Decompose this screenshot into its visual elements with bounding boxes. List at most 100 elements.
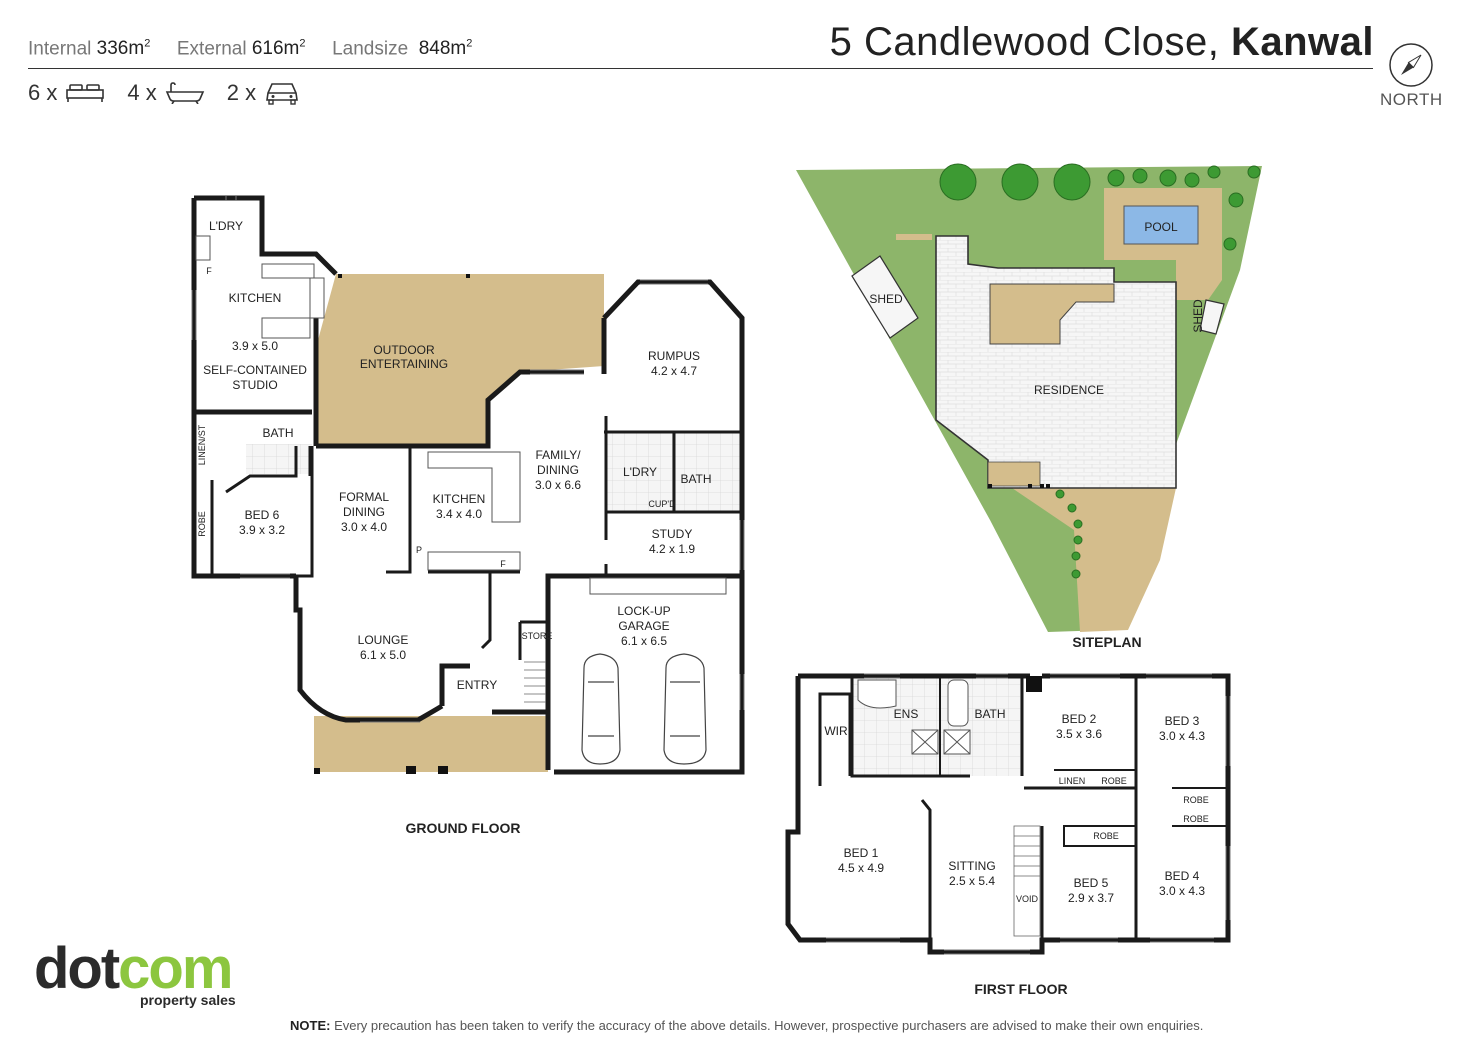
bath-count-text: 4 x xyxy=(127,80,157,105)
first-floor-plan: WIR ENS BATH BED 2 3.5 x 3.6 BED 3 3.0 x… xyxy=(785,673,1231,997)
room-label-pantry: P xyxy=(416,545,422,555)
car-count: 2 x xyxy=(227,80,300,106)
site-label-shed-east: SHED xyxy=(1191,299,1205,333)
note-label: NOTE: xyxy=(290,1018,331,1033)
header-divider xyxy=(28,68,1373,69)
room-dim-kitchen-studio: 3.9 x 5.0 xyxy=(232,339,278,353)
siteplan: POOL SHED SHED RESIDENCE SITEPLAN xyxy=(796,163,1262,650)
room-label-f2: F xyxy=(500,559,506,569)
disclaimer-note: NOTE: Every precaution has been taken to… xyxy=(290,1018,1203,1033)
north-label: NORTH xyxy=(1380,90,1443,109)
room-label-void: VOID xyxy=(1016,894,1039,904)
room-label-robe-bed3: ROBE xyxy=(1183,795,1209,805)
site-pool xyxy=(1123,205,1199,245)
room-label-kitchen: KITCHEN xyxy=(433,492,486,506)
external-value: 616m2 xyxy=(251,38,306,60)
studio-bath-tiles xyxy=(246,444,312,474)
address-suburb: Kanwal xyxy=(1230,20,1374,64)
room-dim-lounge: 6.1 x 5.0 xyxy=(360,648,406,662)
room-label-lounge: LOUNGE xyxy=(358,633,409,647)
room-dim-bed3: 3.0 x 4.3 xyxy=(1159,729,1205,743)
room-dim-garage: 6.1 x 6.5 xyxy=(621,634,667,648)
address-street: 5 Candlewood Close, xyxy=(829,20,1220,64)
logo-part-dot: dot xyxy=(34,936,120,1001)
room-label-bath2: BATH xyxy=(680,472,711,486)
room-label-f1: F xyxy=(206,266,212,276)
room-label-cupd: CUP'D xyxy=(648,499,676,509)
room-dim-bed4: 3.0 x 4.3 xyxy=(1159,884,1205,898)
room-label-ldry: L'DRY xyxy=(209,219,243,233)
room-label-formal-line2: DINING xyxy=(343,505,385,519)
site-driveway xyxy=(1012,488,1176,632)
landsize-value: 848m2 xyxy=(418,38,473,60)
room-label-bed2: BED 2 xyxy=(1062,712,1097,726)
external-label: External xyxy=(176,38,247,60)
internal-value: 336m2 xyxy=(96,38,151,60)
room-label-entry: ENTRY xyxy=(457,678,497,692)
dotcom-logo: dotcom property sales xyxy=(34,940,236,1009)
room-dim-kitchen: 3.4 x 4.0 xyxy=(436,507,482,521)
garage-car-icons xyxy=(581,653,707,765)
logo-tagline: property sales xyxy=(140,992,236,1008)
siteplan-title: SITEPLAN xyxy=(1072,634,1141,650)
room-label-bed6: BED 6 xyxy=(245,508,280,522)
site-label-pool: POOL xyxy=(1144,220,1178,234)
room-label-bed3: BED 3 xyxy=(1165,714,1200,728)
property-stats: Internal 336m2 External 616m2 Landsize 8… xyxy=(28,38,472,60)
compass-icon xyxy=(1389,43,1433,87)
bed-count: 6 x xyxy=(28,80,105,106)
site-shed-west xyxy=(851,255,919,339)
site-label-shed-west: SHED xyxy=(869,292,903,306)
room-label-kitchen-studio: KITCHEN xyxy=(229,291,282,305)
bed-icon xyxy=(66,84,105,102)
first-floor-title: FIRST FLOOR xyxy=(974,981,1067,997)
site-shed-east xyxy=(1199,299,1225,335)
site-front-deck xyxy=(987,461,1041,487)
room-dim-sitting: 2.5 x 5.4 xyxy=(949,874,995,888)
room-label-bath-studio: BATH xyxy=(262,426,293,440)
room-dim-bed5: 2.9 x 3.7 xyxy=(1068,891,1114,905)
room-label-robe-bed5: ROBE xyxy=(1093,831,1119,841)
note-text: Every precaution has been taken to verif… xyxy=(334,1018,1204,1033)
room-dim-formal: 3.0 x 4.0 xyxy=(341,520,387,534)
site-residence-deck xyxy=(989,283,1115,345)
ground-floor-plan: L'DRY F KITCHEN 3.9 x 5.0 SELF-CONTAINED… xyxy=(191,195,745,836)
room-label-rumpus: RUMPUS xyxy=(648,349,700,363)
room-label-bath-first: BATH xyxy=(974,707,1005,721)
room-label-study: STUDY xyxy=(652,527,693,541)
bed-count-text: 6 x xyxy=(28,80,58,105)
car-count-text: 2 x xyxy=(226,80,257,105)
room-label-family-line2: DINING xyxy=(537,463,579,477)
feature-counts: 6 x 4 x 2 x xyxy=(28,80,314,106)
room-dim-study: 4.2 x 1.9 xyxy=(649,542,695,556)
room-dim-family: 3.0 x 6.6 xyxy=(535,478,581,492)
room-dim-bed2: 3.5 x 3.6 xyxy=(1056,727,1102,741)
logo-wordmark: dotcom xyxy=(34,940,236,998)
bathtub-icon xyxy=(165,82,204,104)
room-label-robe-bed4: ROBE xyxy=(1183,814,1209,824)
room-label-ens: ENS xyxy=(894,707,919,721)
room-label-outdoor-line2: ENTERTAINING xyxy=(360,357,448,371)
room-label-robe-bed6: ROBE xyxy=(197,511,207,537)
site-label-residence: RESIDENCE xyxy=(1034,383,1104,397)
room-label-bed5: BED 5 xyxy=(1074,876,1109,890)
internal-label: Internal xyxy=(28,38,92,60)
room-label-linen-first: LINEN xyxy=(1059,776,1086,786)
room-dim-bed6: 3.9 x 3.2 xyxy=(239,523,285,537)
property-address: 5 Candlewood Close, Kanwal xyxy=(830,20,1374,65)
room-label-studio-line1: SELF-CONTAINED xyxy=(203,363,307,377)
room-dim-bed1: 4.5 x 4.9 xyxy=(838,861,884,875)
bath-count: 4 x xyxy=(127,80,204,106)
room-label-sitting: SITTING xyxy=(948,859,995,873)
room-label-ldry2: L'DRY xyxy=(623,465,657,479)
outdoor-entertaining-area xyxy=(318,274,604,446)
logo-part-com: com xyxy=(118,936,233,1001)
room-label-robe-bed2: ROBE xyxy=(1101,776,1127,786)
car-icon xyxy=(266,83,299,105)
site-tree-icons xyxy=(939,163,1261,579)
room-dim-rumpus: 4.2 x 4.7 xyxy=(651,364,697,378)
room-label-formal-line1: FORMAL xyxy=(339,490,389,504)
room-label-garage-line1: LOCK-UP xyxy=(617,604,670,618)
site-path xyxy=(896,234,932,240)
